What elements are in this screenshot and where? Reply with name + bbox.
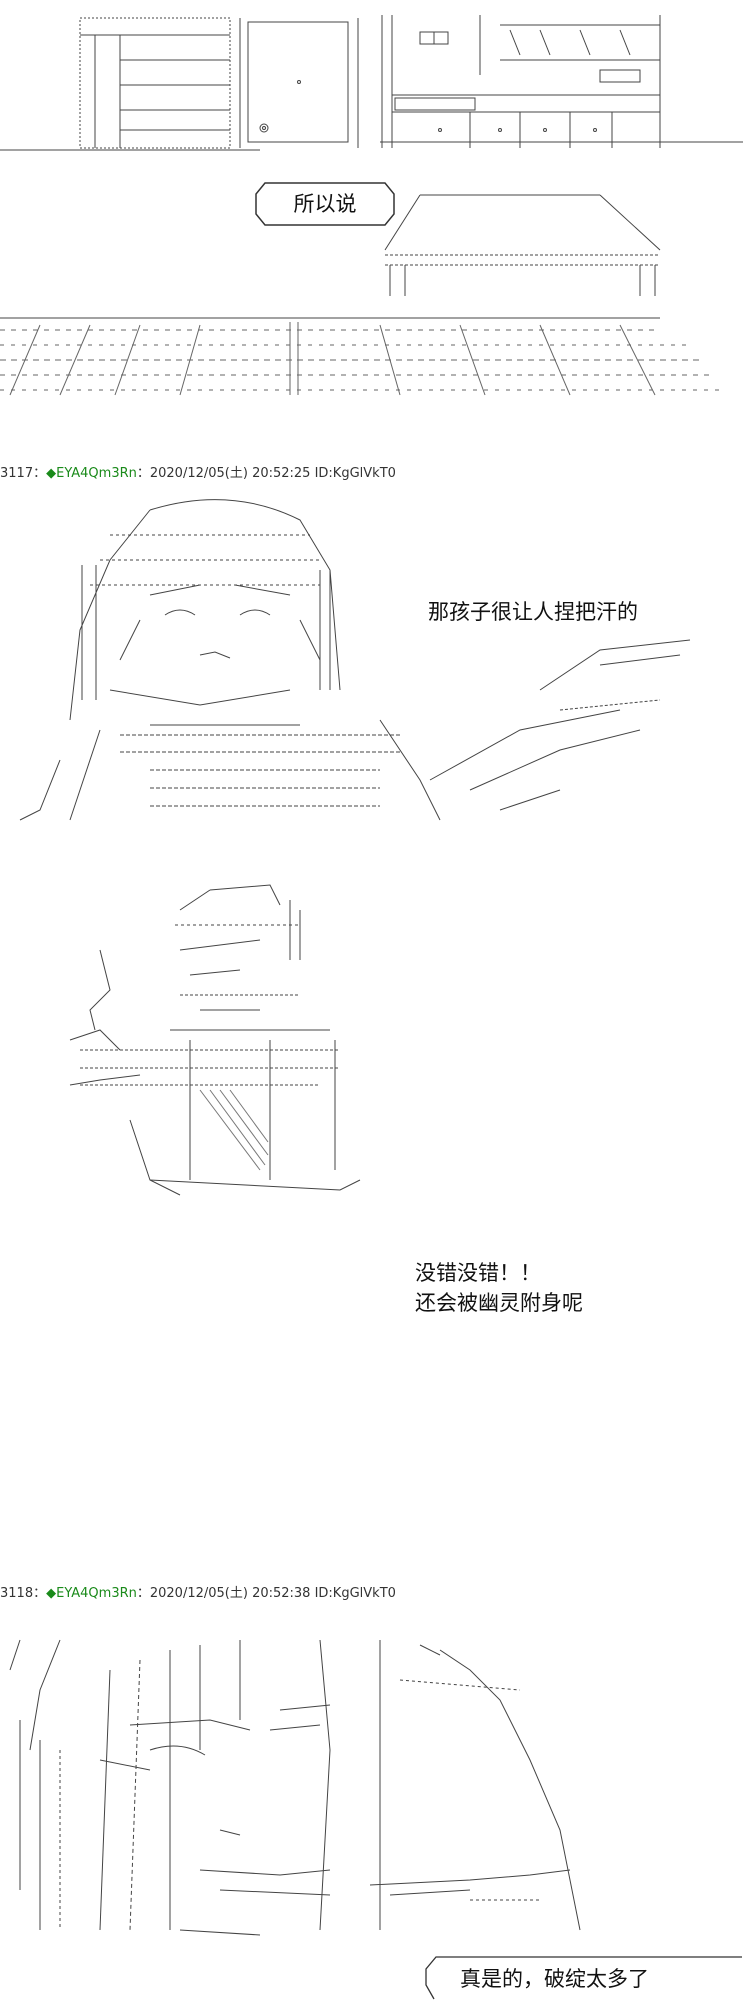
trip-code: EYA4Qm3Rn <box>56 466 137 481</box>
speech-text-2: 没错没错！！ 还会被幽灵附身呢 <box>415 1258 583 1318</box>
room-ascii-art <box>0 0 743 420</box>
post-datetime-id: ：2020/12/05(土) 20:52:25 ID:KgGlVkT0 <box>136 466 396 481</box>
bubble-frame <box>425 1956 742 2000</box>
post-number: 3117 <box>0 466 34 481</box>
caption-bubble: 所以说 <box>255 182 395 226</box>
speech-text-1: 那孩子很让人捏把汗的 <box>428 597 638 627</box>
character-ascii-art-2 <box>0 880 743 1210</box>
post-number: 3118 <box>0 1586 34 1601</box>
post-separator: ： <box>33 466 47 481</box>
bubble-frame <box>255 182 395 226</box>
character-ascii-art-3 <box>0 1630 743 1950</box>
trip-code: EYA4Qm3Rn <box>56 1586 137 1601</box>
speech-line: 真是的，破绽太多了 <box>460 1967 649 1991</box>
speech-line: 还会被幽灵附身呢 <box>415 1291 583 1315</box>
trip-diamond-icon: ◆ <box>46 466 57 481</box>
speech-line: 没错没错！！ <box>415 1261 541 1285</box>
speech-bubble-3: 真是的，破绽太多了 <box>420 1955 743 2000</box>
trip-diamond-icon: ◆ <box>46 1586 57 1601</box>
caption-text: 所以说 <box>293 192 357 216</box>
post-datetime-id: ：2020/12/05(土) 20:52:38 ID:KgGlVkT0 <box>136 1586 396 1601</box>
post-header: 3118：◆EYA4Qm3Rn：2020/12/05(土) 20:52:38 I… <box>0 1582 396 1601</box>
post-header: 3117：◆EYA4Qm3Rn：2020/12/05(土) 20:52:25 I… <box>0 462 396 481</box>
post-separator: ： <box>33 1586 47 1601</box>
character-ascii-art-1 <box>0 490 743 850</box>
speech-line: 那孩子很让人捏把汗的 <box>428 600 638 624</box>
